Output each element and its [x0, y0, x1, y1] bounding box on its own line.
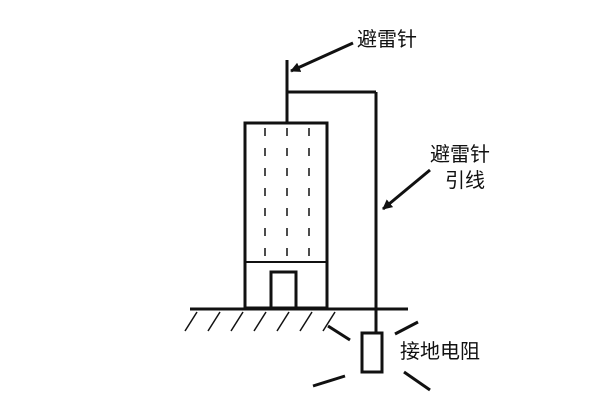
grounding-resistor-label: 接地电阻 — [400, 339, 480, 363]
resistor-body — [360, 331, 384, 374]
down-conductor-label-line2: 引线 — [445, 168, 485, 192]
down-conductor-arrow — [382, 168, 431, 211]
lightning-rod-arrow — [290, 41, 354, 73]
ground — [184, 307, 408, 332]
building-door — [269, 270, 298, 310]
lightning-rod-system — [285, 60, 378, 333]
building — [243, 121, 329, 310]
discharge-rays — [312, 320, 431, 392]
annotation-arrows — [290, 41, 431, 211]
building-body — [243, 121, 329, 310]
down-conductor-label-line1: 避雷针 — [430, 142, 490, 166]
ground-hatching — [184, 311, 336, 332]
lightning-rod-label: 避雷针 — [357, 27, 417, 51]
grounding-resistor — [312, 320, 431, 392]
